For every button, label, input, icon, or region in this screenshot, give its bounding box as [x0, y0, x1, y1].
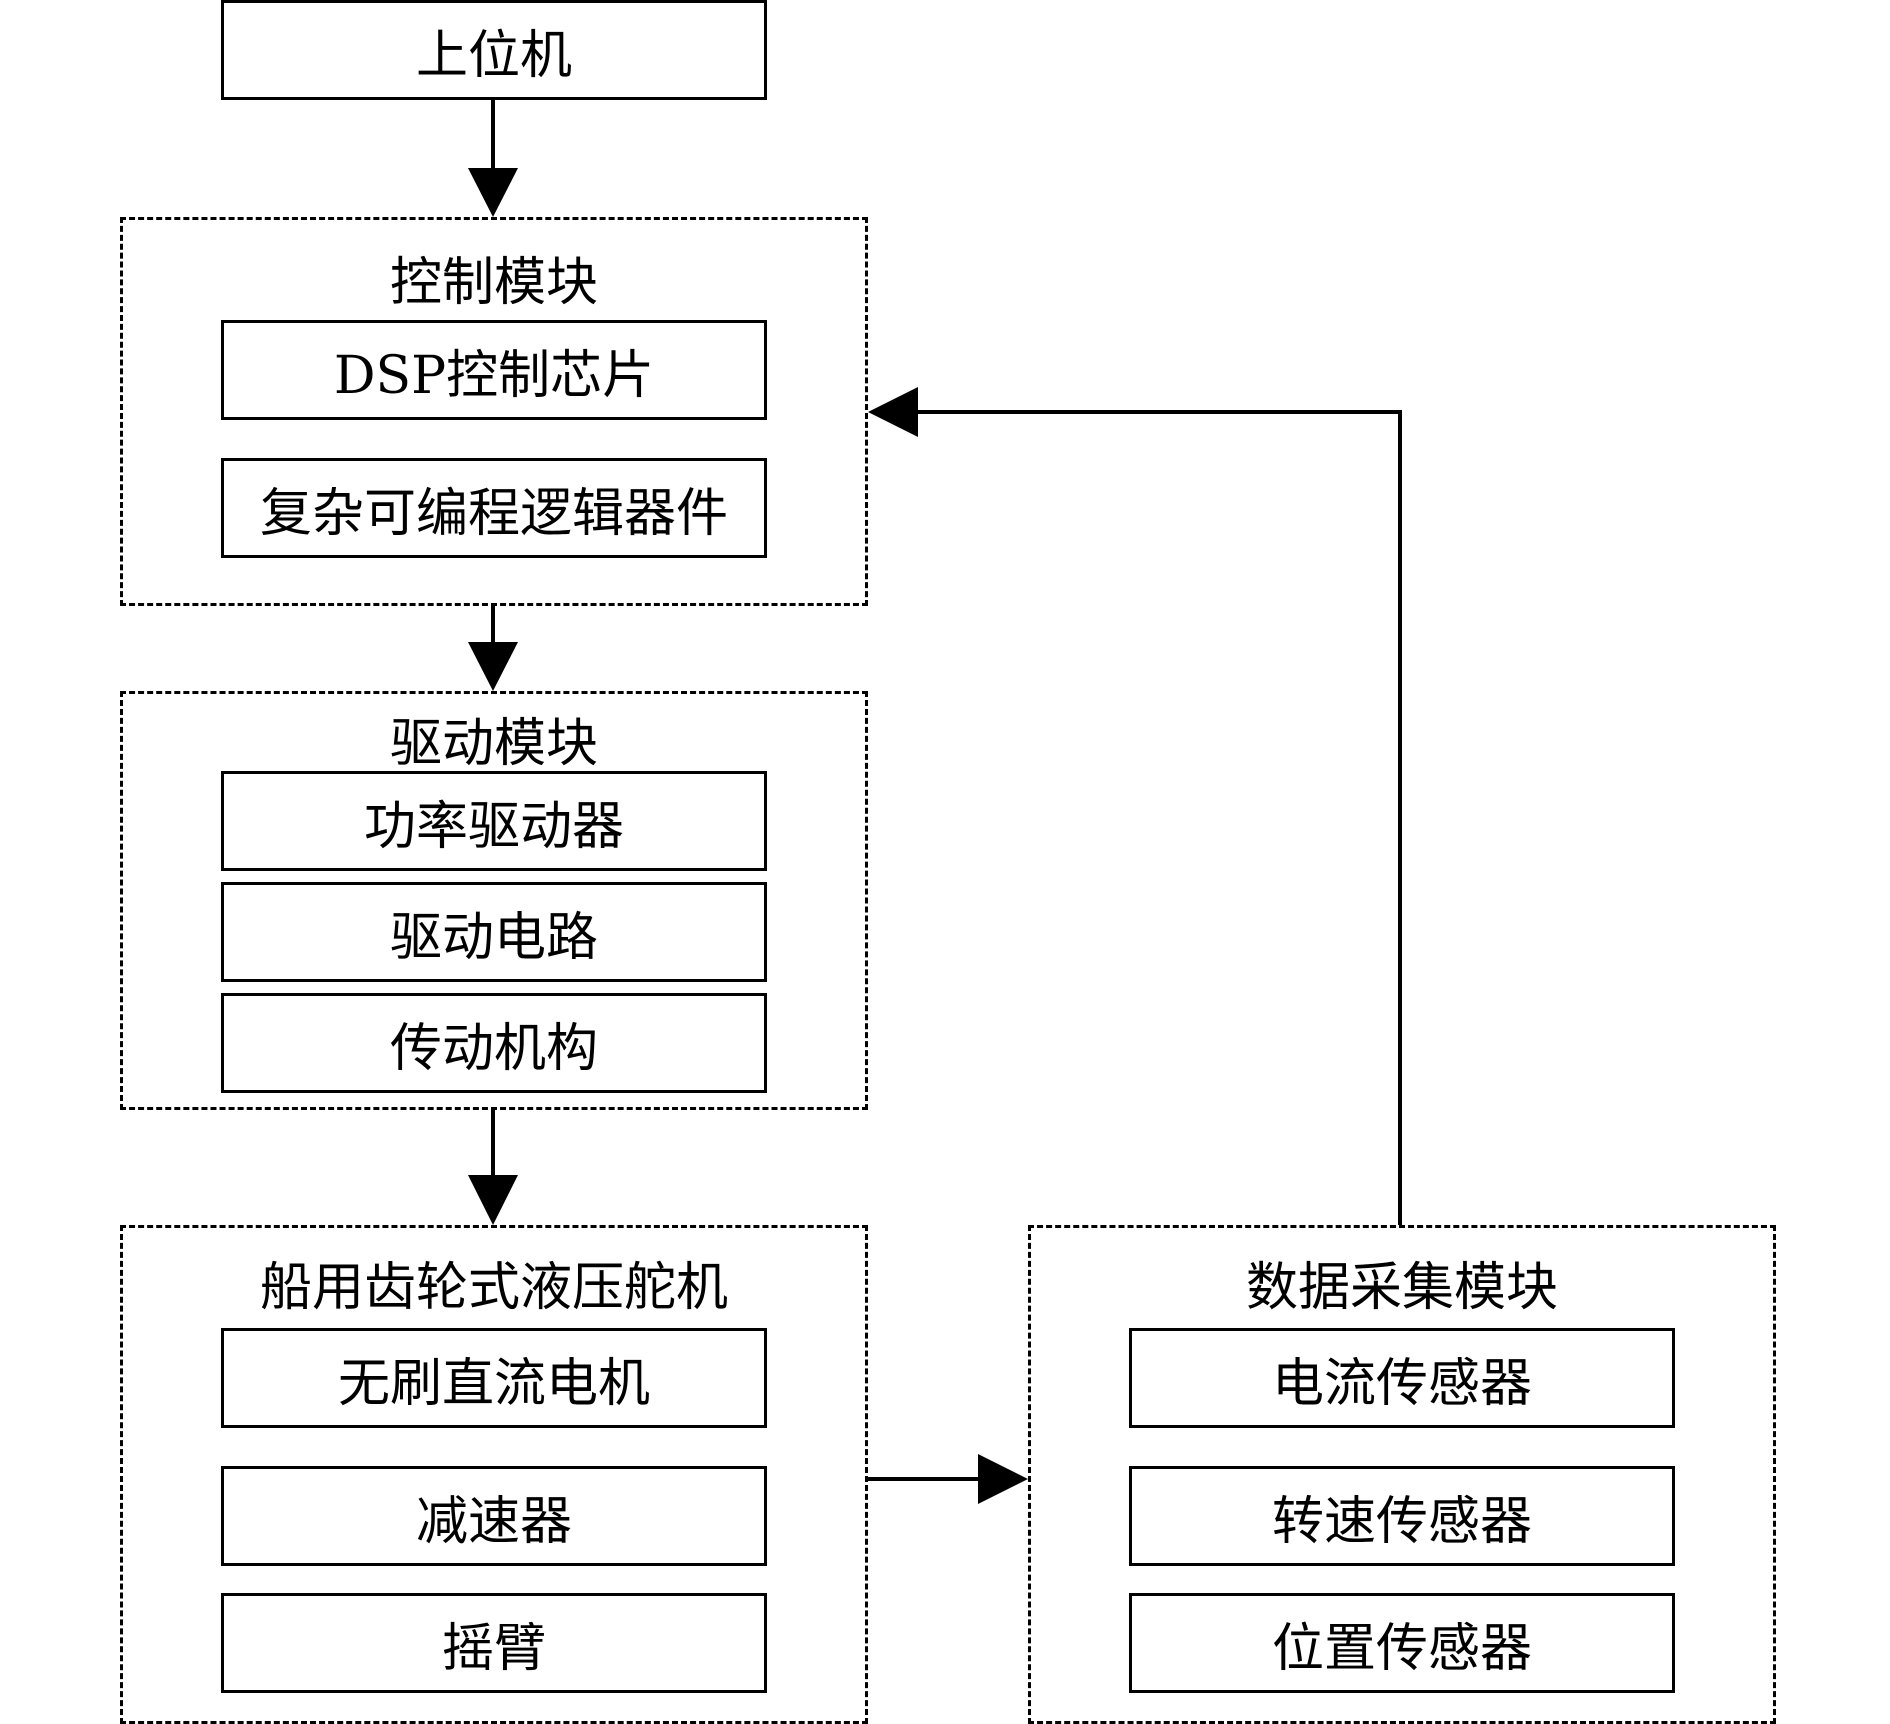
drive-module-title: 驱动模块	[389, 714, 598, 774]
current-sensor-box: 电流传感器	[1129, 1328, 1675, 1428]
dsp-chip-box: DSP控制芯片	[221, 320, 767, 420]
drive-circuit-label: 驱动电路	[389, 907, 598, 968]
steering-gear-group: 船用齿轮式液压舵机	[120, 1225, 868, 1724]
position-sensor-box: 位置传感器	[1129, 1593, 1675, 1693]
bldc-motor-box: 无刷直流电机	[221, 1328, 767, 1428]
steering-gear-title: 船用齿轮式液压舵机	[259, 1258, 728, 1318]
data-acquisition-group: 数据采集模块	[1028, 1225, 1776, 1724]
arrow-acquisition-to-control	[868, 387, 1402, 1225]
cpld-label: 复杂可编程逻辑器件	[259, 483, 728, 544]
arrow-control-to-drive	[468, 604, 518, 691]
control-module-group: 控制模块	[120, 217, 868, 606]
transmission-box: 传动机构	[221, 993, 767, 1093]
dsp-chip-label: DSP控制芯片	[333, 345, 655, 406]
data-acquisition-title: 数据采集模块	[1245, 1258, 1558, 1318]
drive-module-group: 驱动模块	[120, 691, 868, 1110]
current-sensor-label: 电流传感器	[1271, 1353, 1532, 1414]
drive-circuit-box: 驱动电路	[221, 882, 767, 982]
control-module-title: 控制模块	[389, 253, 598, 313]
speed-sensor-box: 转速传感器	[1129, 1466, 1675, 1566]
speed-sensor-label: 转速传感器	[1271, 1491, 1532, 1552]
reducer-box: 减速器	[221, 1466, 767, 1566]
rocker-arm-label: 摇臂	[441, 1618, 546, 1679]
power-driver-box: 功率驱动器	[221, 771, 767, 871]
rocker-arm-box: 摇臂	[221, 1593, 767, 1693]
arrow-steering-to-acquisition	[867, 1454, 1028, 1504]
position-sensor-label: 位置传感器	[1271, 1618, 1532, 1679]
transmission-label: 传动机构	[389, 1018, 598, 1079]
bldc-motor-label: 无刷直流电机	[337, 1353, 650, 1414]
host-computer-box: 上位机	[221, 0, 767, 100]
arrow-host-to-control	[468, 98, 518, 217]
cpld-box: 复杂可编程逻辑器件	[221, 458, 767, 558]
reducer-label: 减速器	[415, 1491, 572, 1552]
arrow-drive-to-steering	[468, 1110, 518, 1225]
host-computer-label: 上位机	[415, 25, 572, 86]
power-driver-label: 功率驱动器	[363, 796, 624, 857]
